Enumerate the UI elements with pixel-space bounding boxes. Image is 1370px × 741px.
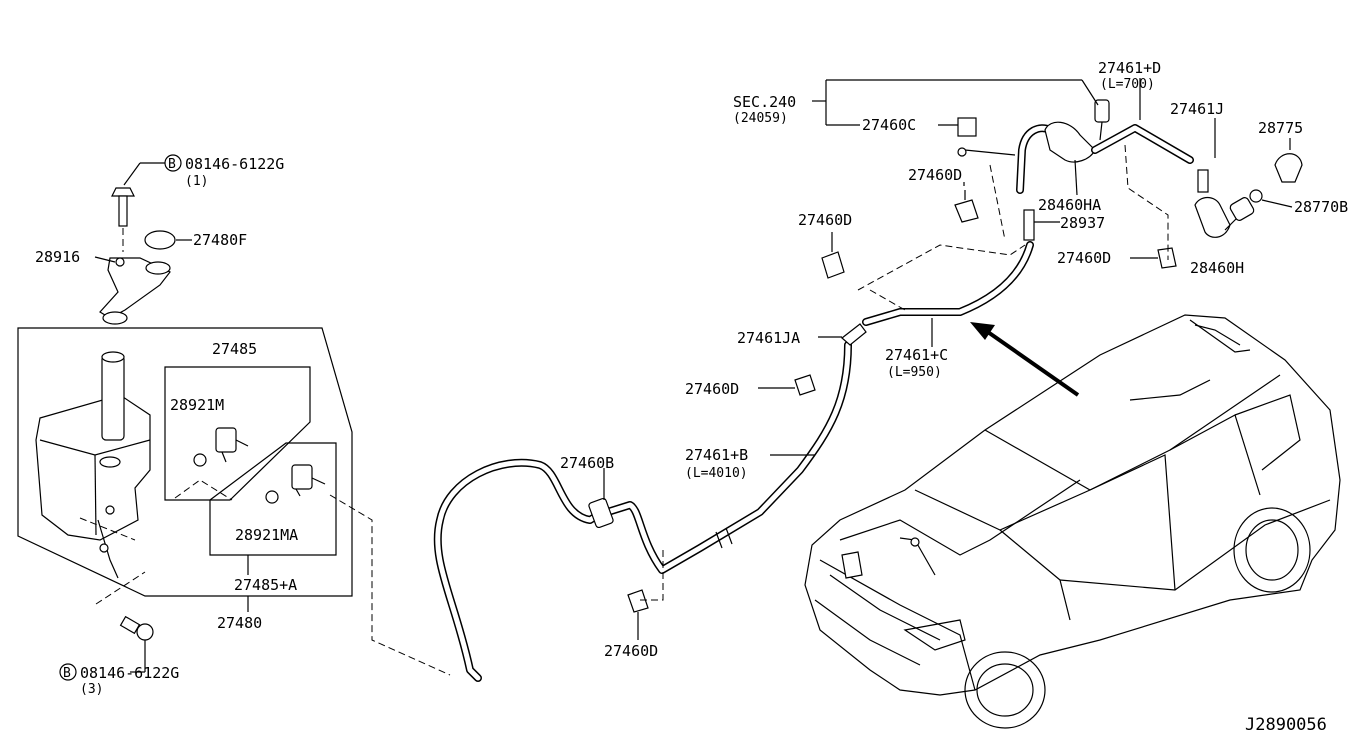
callout-27461D: 27461+D [1098,59,1161,77]
leader-lines [603,78,1293,500]
callout-sec: SEC.240 [733,93,796,111]
callout-bolt-top-qty: (1) [185,174,208,189]
callout-27461B-len: (L=4010) [685,466,748,481]
bolt-marker-bottom: B [63,666,71,681]
callout-28460HA: 28460HA [1038,196,1101,214]
clip-27460D-upper [821,232,845,279]
callout-28916: 28916 [35,248,80,266]
callout-27461JA: 27461JA [737,329,800,347]
callout-27461C-len: (L=950) [887,365,942,380]
callout-27460C: 27460C [862,116,916,134]
clip-27460C [957,117,1016,157]
callout-27460D-far: 27460D [1057,249,1111,267]
callout-sec-sub: (24059) [733,111,788,126]
clip-27460D-bottom [627,589,649,640]
callout-28937: 28937 [1060,214,1105,232]
main-hose [433,99,1303,682]
callout-27461J: 27461J [1170,100,1224,118]
callout-bolt-top: 08146-6122G [185,155,284,173]
diagram-code: J2890056 [1245,715,1327,735]
callout-27460D-upper: 27460D [798,211,852,229]
callout-27460D-right: 27460D [908,166,962,184]
bolt-marker-top: B [168,157,176,172]
callout-28770B: 28770B [1294,198,1348,216]
sec-bracket [812,79,1099,126]
clip-27460D-far [1157,247,1177,269]
reservoir-assembly [17,327,451,676]
callout-27485A: 27485+A [234,576,297,594]
callout-27460D-mid: 27460D [685,380,739,398]
labels: 08146-6122G (1) 28916 27480F 27485 28921… [35,59,1348,735]
callout-27480F: 27480F [193,231,247,249]
bolt-bottom: B [59,615,154,681]
callout-27485: 27485 [212,340,257,358]
clip-27460D-mid [794,374,816,396]
callout-27460D-bottom: 27460D [604,642,658,660]
pump-28921MA [265,464,326,504]
direction-arrow [970,322,1080,397]
vehicle-outline [804,314,1341,729]
filler-assembly: B [94,154,192,325]
callout-27461B: 27461+B [685,446,748,464]
callout-bolt-bottom: 08146-6122G [80,664,179,682]
dash-guides [640,144,1169,601]
callout-28460H: 28460H [1190,259,1244,277]
callout-27460B: 27460B [560,454,614,472]
clip-27460D-right [954,190,979,223]
callout-27461C: 27461+C [885,346,948,364]
callout-27461D-len: (L=700) [1100,77,1155,92]
callout-bolt-bottom-qty: (3) [80,682,103,697]
callout-28921MA: 28921MA [235,526,298,544]
callout-27480: 27480 [217,614,262,632]
pump-28921M [193,427,249,467]
callout-28921M: 28921M [170,396,224,414]
callout-28775: 28775 [1258,119,1303,137]
